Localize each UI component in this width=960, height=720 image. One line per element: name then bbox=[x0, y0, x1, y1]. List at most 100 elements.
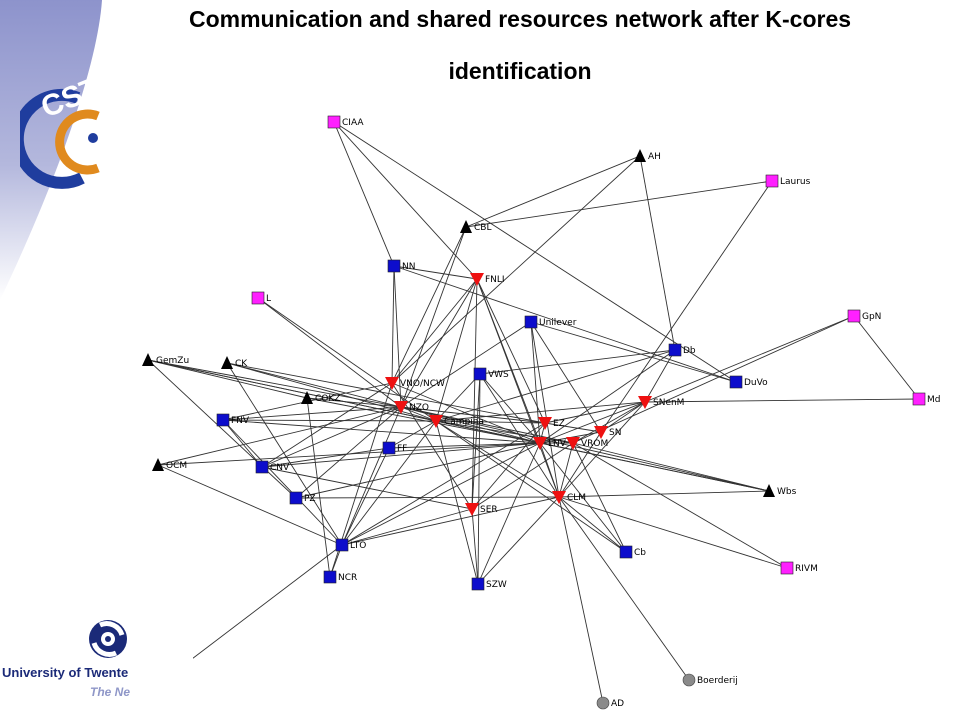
edge-GemZu-PZ bbox=[147, 359, 297, 499]
node-marker-CBL bbox=[460, 220, 472, 233]
node-SZW: SZW bbox=[471, 577, 507, 591]
node-SN: SN bbox=[594, 426, 621, 439]
edge-Campina-CLM bbox=[435, 420, 560, 498]
node-marker-Unilever bbox=[524, 315, 538, 329]
node-PZ: PZ bbox=[289, 491, 316, 505]
node-label-SZW: SZW bbox=[486, 580, 507, 590]
edge-CK-LTO bbox=[226, 362, 343, 546]
node-label-NN: NN bbox=[402, 262, 415, 272]
node-label-VROM: VROM bbox=[581, 439, 608, 449]
edge-Campina-LTO bbox=[341, 420, 437, 546]
node-marker-Campina bbox=[429, 415, 443, 428]
edge-GpN-Md bbox=[853, 315, 920, 400]
edge-AH-VNONCW bbox=[391, 155, 641, 384]
network-edges bbox=[147, 121, 920, 704]
logo-cutoff-mask bbox=[133, 655, 193, 715]
node-label-GemZu: GemZu bbox=[156, 356, 189, 366]
edge-LNV-Wbs bbox=[539, 442, 770, 492]
node-label-Wbs: Wbs bbox=[777, 487, 797, 497]
node-FNLI: FNLI bbox=[470, 273, 505, 286]
node-marker-NZO bbox=[394, 401, 408, 414]
node-NZO: NZO bbox=[394, 401, 429, 414]
node-marker-AH bbox=[634, 149, 646, 162]
edge-NZO-Wbs bbox=[400, 406, 770, 492]
edge-SNenM-EZ bbox=[544, 401, 646, 424]
node-EZ: EZ bbox=[538, 417, 565, 430]
node-label-Laurus: Laurus bbox=[780, 177, 811, 187]
node-VROM: VROM bbox=[566, 437, 608, 450]
edge-Campina-FF bbox=[388, 420, 437, 449]
edge-L-Campina bbox=[257, 297, 437, 422]
node-label-OCM: OCM bbox=[166, 461, 187, 471]
node-marker-CK bbox=[221, 356, 233, 369]
node-marker-COKZ bbox=[301, 391, 313, 404]
node-label-PZ: PZ bbox=[304, 494, 316, 504]
edge-NZO-CNV bbox=[261, 406, 402, 468]
node-label-AH: AH bbox=[648, 152, 661, 162]
node-marker-Db bbox=[668, 343, 682, 357]
node-AD: AD bbox=[596, 696, 624, 710]
node-Laurus: Laurus bbox=[765, 174, 811, 188]
edge-FNLI-Campina bbox=[435, 278, 478, 422]
edge-AH-Db bbox=[639, 155, 676, 351]
edge-FF-CNV bbox=[261, 447, 390, 468]
edge-Campina-SNenM bbox=[435, 401, 646, 422]
edge-CBL-VNONCW bbox=[391, 226, 467, 384]
edge-NZO-LNV bbox=[400, 406, 541, 444]
node-SNenM: SNenM bbox=[638, 396, 684, 409]
node-Cb: Cb bbox=[619, 545, 646, 559]
node-label-FF: FF bbox=[397, 444, 407, 454]
edge-NN-FNLI bbox=[393, 265, 478, 280]
edge-NZO-EZ bbox=[400, 406, 546, 424]
edge-OCM-LTO bbox=[157, 464, 343, 546]
node-label-SNenM: SNenM bbox=[653, 398, 684, 408]
edge-SNenM-Md bbox=[644, 398, 920, 403]
edge-VROM-SER bbox=[471, 442, 574, 510]
edge-SNenM-VROM bbox=[572, 401, 646, 444]
edge-SNenM-CLM bbox=[558, 401, 646, 498]
node-Boerderij: Boerderij bbox=[682, 673, 738, 687]
node-label-EZ: EZ bbox=[553, 419, 565, 429]
node-marker-FNLI bbox=[470, 273, 484, 286]
edge-Campina-EZ bbox=[435, 420, 546, 424]
edge-FNV-LTO bbox=[222, 419, 343, 546]
slide-title-line-1: Communication and shared resources netwo… bbox=[188, 6, 852, 32]
node-marker-Md bbox=[912, 392, 926, 406]
slide-title-line-2: identification bbox=[448, 58, 592, 84]
edge-Db-VWS bbox=[479, 349, 676, 375]
node-label-VNONCW: VNO/NCW bbox=[400, 379, 445, 389]
edge-Db-Campina bbox=[435, 349, 676, 422]
node-marker-Laurus bbox=[765, 174, 779, 188]
edge-CLM-Boerderij bbox=[558, 496, 690, 681]
edge-VROM-Cb bbox=[572, 442, 627, 553]
node-LTO: LTO bbox=[335, 538, 366, 552]
edge-Db-LNV bbox=[539, 349, 676, 444]
node-AH: AH bbox=[634, 149, 661, 162]
edge-Laurus-CBL bbox=[465, 180, 773, 228]
edge-SNenM-LNV bbox=[539, 401, 646, 444]
edge-LNV-PZ bbox=[295, 442, 541, 499]
node-label-CLM: CLM bbox=[567, 493, 586, 503]
edge-FNLI-VNONCW bbox=[391, 278, 478, 384]
node-marker-FNV bbox=[216, 413, 230, 427]
edge-EZ-SER bbox=[471, 422, 546, 510]
node-VNONCW: VNO/NCW bbox=[385, 377, 445, 390]
node-label-Md: Md bbox=[927, 395, 940, 405]
edge-EZ-SN bbox=[544, 422, 602, 433]
edge-CIAA-NN bbox=[333, 121, 395, 267]
edge-FF-LTO bbox=[341, 447, 390, 546]
edge-VROM-RIVM bbox=[572, 442, 788, 569]
node-marker-Boerderij bbox=[682, 673, 696, 687]
node-CIAA: CIAA bbox=[327, 115, 364, 129]
node-marker-VNONCW bbox=[385, 377, 399, 390]
edge-CLM-SZW bbox=[477, 496, 560, 585]
node-NCR: NCR bbox=[323, 570, 357, 584]
edge-NZO-Campina bbox=[400, 406, 437, 422]
node-label-Campina: Campina bbox=[444, 417, 484, 427]
node-label-CNV: CNV bbox=[270, 463, 290, 473]
university-twente-icon bbox=[89, 620, 127, 658]
node-COKZ: COKZ bbox=[301, 391, 340, 404]
edge-Db-SNenM bbox=[644, 349, 676, 403]
edge-NN-NZO bbox=[393, 265, 402, 408]
